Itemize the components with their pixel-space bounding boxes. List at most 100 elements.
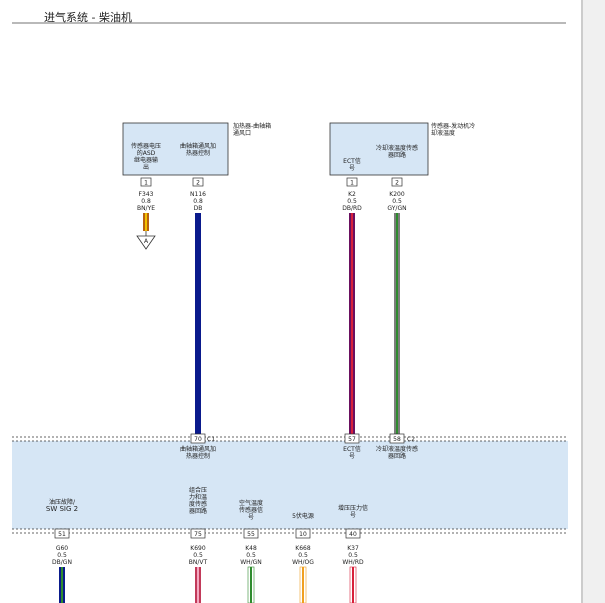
ecm-pin-51-gauge: 0.5	[57, 552, 67, 559]
wire-n116	[195, 213, 201, 434]
ecm-pin-55-gauge: 0.5	[246, 552, 256, 559]
heater-pin2-num: 2	[196, 180, 200, 187]
sensor-pin1-color: DB/RD	[342, 205, 362, 212]
heater-pin2-label-2: 热器控制	[186, 149, 210, 157]
ecm-pin-75-num: 75	[194, 531, 202, 538]
heater-component: 加热器-曲轴箱 通风口 传感器电压 的ASD 继电器输 出 曲轴箱通风加 热器控…	[122, 122, 271, 434]
heater-pin2-circuit: N116	[190, 191, 206, 198]
ecm-pin-40-color: WH/RD	[342, 559, 364, 566]
ecm-pin-40-box	[345, 528, 361, 539]
heater-pin2-box	[192, 177, 204, 187]
heater-name-line-2: 通风口	[233, 129, 251, 137]
sensor-box	[329, 122, 429, 176]
ecm-pin-55-num: 55	[247, 531, 255, 538]
wire-k200-stripe	[396, 213, 398, 434]
sensor-pin1-label-1: ECT信	[343, 157, 361, 165]
ecm-pin-75-label-2: 力和温	[189, 493, 207, 501]
ecm-top-pin-57-label-1: ECT信	[343, 445, 361, 453]
ecm-pin-75-label-4: 器回路	[189, 507, 207, 515]
ecm-pin-40-gauge: 0.5	[348, 552, 358, 559]
ecm-top-pin-58-num: 58	[393, 436, 401, 443]
ecm-top-pin-58-label-2: 器回路	[388, 452, 406, 460]
sensor-pin2-color: GY/GN	[387, 205, 406, 212]
ecm-pin-55-color: WH/GN	[240, 559, 262, 566]
ecm-top-pin-70	[190, 433, 206, 444]
wire-k690-stripe	[197, 567, 199, 603]
sensor-pin2-circuit: K200	[389, 191, 405, 198]
heater-pin1-box	[140, 177, 152, 187]
ecm-pin-10-box	[295, 528, 311, 539]
sensor-pin1-box	[346, 177, 358, 187]
heater-pin2-color: DB	[194, 205, 203, 212]
ecm-pin-10: 10 K668 0.5 WH/OG	[292, 528, 314, 603]
ecm-pin-75-color: BN/VT	[189, 559, 208, 566]
sensor-pin1-label-2: 号	[349, 165, 355, 172]
ground-symbol	[136, 235, 156, 250]
ecm-pin-75-label-3: 度传感	[189, 500, 207, 508]
ecm-pin-51: 51 G60 0.5 DB/GN	[52, 528, 72, 603]
wire-g60-stripe	[61, 567, 63, 603]
ecm-connector-c2: C2	[407, 436, 415, 443]
sensor-component: 传感器-发动机冷 却液温度 ECT信 号 冷却液温度传感 器回路 1 K2 0.…	[329, 122, 475, 434]
ecm-pin-40: 40 K37 0.5 WH/RD	[342, 528, 364, 603]
wire-k48-stripe	[250, 567, 252, 603]
wire-k668-stripe	[302, 567, 304, 603]
ecm-pin-40-label-2: 号	[350, 512, 356, 519]
sensor-pin2-num: 2	[395, 180, 399, 187]
ecm-pin-55-label-2: 传感器信	[239, 506, 263, 514]
ecm-pin-75-circuit: K690	[190, 545, 206, 552]
ecm-pin-75-gauge: 0.5	[193, 552, 203, 559]
ecm-pin-51-label-1: 油压故障/	[49, 498, 76, 506]
ecm-pin-51-circuit: G60	[56, 545, 68, 552]
heater-pin1-label-1: 传感器电压	[131, 142, 161, 150]
ecm-pin-10-num: 10	[299, 531, 307, 538]
sensor-pin2-label-2: 器回路	[388, 151, 406, 159]
sensor-pin2-gauge: 0.5	[392, 198, 402, 205]
ecm-pin-10-gauge: 0.5	[298, 552, 308, 559]
sensor-pin1-circuit: K2	[348, 191, 356, 198]
heater-pin1-circuit: F343	[139, 191, 154, 198]
ecm-top-pin-58	[389, 433, 405, 444]
ecm-component: 70 C1 曲轴箱通风加 热器控制 57 ECT信 号 58 C2 冷却液温度传…	[12, 433, 568, 603]
ecm-top-pin-57-num: 57	[348, 436, 356, 443]
ecm-top-pin-57	[344, 433, 360, 444]
ecm-pin-75-box	[190, 528, 206, 539]
ecm-connector-c1: C1	[207, 436, 215, 443]
ecm-pin-51-color: DB/GN	[52, 559, 72, 566]
sensor-name-line-2: 却液温度	[431, 129, 455, 137]
ecm-pin-10-label-1: 5伏电源	[292, 512, 314, 520]
ecm-pin-10-color: WH/OG	[292, 559, 314, 566]
ecm-pin-55: 55 K48 0.5 WH/GN	[240, 528, 262, 603]
ecm-pin-55-circuit: K48	[245, 545, 257, 552]
ecm-pin-51-num: 51	[58, 531, 66, 538]
ecm-pin-75: 75 K690 0.5 BN/VT	[189, 528, 208, 603]
ecm-pin-10-circuit: K668	[295, 545, 311, 552]
heater-pin1-label-4: 出	[143, 163, 149, 171]
heater-pin1-num: 1	[144, 180, 148, 187]
ecm-pin-40-circuit: K37	[347, 545, 359, 552]
ecm-pin-75-label-1: 组合压	[189, 486, 207, 494]
sensor-pin1-num: 1	[350, 180, 354, 187]
ecm-top-pin-58-label-1: 冷却液温度传感	[376, 445, 418, 453]
heater-pin2-gauge: 0.8	[193, 198, 203, 205]
heater-pin1-label-2: 的ASD	[137, 149, 156, 157]
heater-box	[122, 122, 229, 176]
ecm-pin-51-box	[54, 528, 70, 539]
sensor-pin2-label-1: 冷却液温度传感	[376, 144, 418, 152]
ecm-top-pin-70-num: 70	[194, 436, 202, 443]
ecm-pin-55-label-3: 号	[248, 514, 254, 521]
wire-k37-stripe	[352, 567, 354, 603]
ecm-pin-55-label-1: 空气温度	[239, 499, 263, 507]
heater-pin1-label-3: 继电器输	[134, 156, 158, 164]
heater-pin2-label-1: 曲轴箱通风加	[180, 142, 216, 150]
page-margin	[583, 0, 605, 603]
ecm-top-pin-70-label-1: 曲轴箱通风加	[180, 445, 216, 453]
ecm-pin-40-label-1: 增压压力信	[338, 504, 368, 512]
ecm-top-pin-70-label-2: 热器控制	[186, 452, 210, 460]
sensor-name-line-1: 传感器-发动机冷	[431, 122, 475, 130]
ecm-pin-51-label-2: SW SIG 2	[46, 505, 78, 513]
sensor-pin1-gauge: 0.5	[347, 198, 357, 205]
heater-wire-1-stripe	[145, 213, 147, 231]
ecm-top-pin-57-label-2: 号	[349, 453, 355, 460]
